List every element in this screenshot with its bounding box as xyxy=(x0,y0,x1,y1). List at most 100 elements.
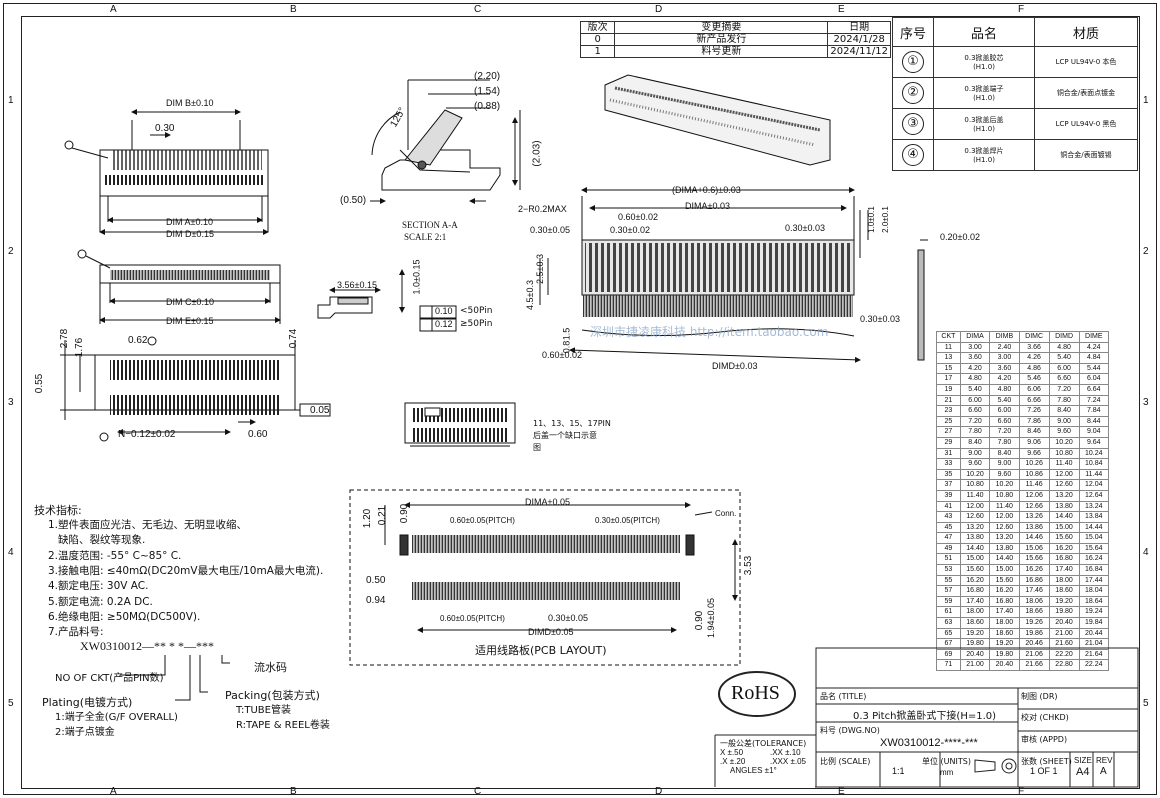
dwg-label: 料号 (DWG.NO) xyxy=(820,726,880,735)
rev-cell: 1 xyxy=(579,45,616,58)
grid-row-label: 3 xyxy=(1143,397,1149,408)
tol-2-condition: ≥50Pin xyxy=(460,319,493,329)
tolerance-xx: .XX ±.10 xyxy=(770,748,801,757)
ckt-cell: 9.66 xyxy=(1018,447,1050,460)
dim-356-label: 3.56±0.15 xyxy=(337,280,377,290)
ckt-cell: 3.00 xyxy=(989,352,1020,364)
grid-row-label: 1 xyxy=(8,95,14,106)
ckt-cell: 7.26 xyxy=(1018,405,1050,417)
ckt-cell: 5.46 xyxy=(1018,373,1050,385)
dim-062-label: 0.62 xyxy=(128,335,148,346)
spec-item: 4.额定电压: 30V AC. xyxy=(48,580,149,593)
pcb-dima-label: DIMA±0.05 xyxy=(525,497,570,507)
unit-value: mm xyxy=(940,768,954,777)
size-label: SIZE xyxy=(1074,756,1092,765)
grid-col-label: D xyxy=(655,786,663,797)
spec-item: 2.温度范围: -55° C~85° C. xyxy=(48,549,182,562)
scale-label: 比例 (SCALE) xyxy=(820,757,871,766)
ckt-cell: 10.86 xyxy=(1018,468,1050,481)
ckt-cell: 6.04 xyxy=(1078,373,1110,385)
legend-full: 1:端子全金(G/F OVERALL) xyxy=(55,712,178,723)
grid-row-label: 2 xyxy=(1143,246,1149,257)
sec-203-label: (2.03) xyxy=(531,140,543,167)
legend-serial: 流水码 xyxy=(254,661,287,674)
drawing-outer-border xyxy=(3,3,1157,795)
ckt-cell: 4.20 xyxy=(989,373,1020,385)
parts-header-material: 材质 xyxy=(1034,17,1138,47)
pcb-194-label: 1.94±0.05 xyxy=(706,598,716,638)
pcb-dimd-label: DIMD±0.05 xyxy=(528,627,574,637)
sec-050-label: (0.50) xyxy=(340,195,367,206)
legend-tube: T:TUBE管装 xyxy=(236,705,291,716)
spec-item: 7.产品料号: xyxy=(48,626,104,639)
section-view xyxy=(370,79,521,204)
ckt-cell: 7.20 xyxy=(989,426,1020,438)
r02-label: 2−R0.2MAX xyxy=(518,204,567,214)
dim-a-label: DIM A±0.10 xyxy=(166,217,213,227)
ckt-cell: 9.00 xyxy=(989,458,1020,470)
tolerance-xxx: .XXX ±.05 xyxy=(770,757,806,766)
ckt-cell: 9.64 xyxy=(1078,436,1110,449)
ckt-cell: 6.06 xyxy=(1018,383,1050,396)
grid-col-label: D xyxy=(655,4,663,15)
h10-label: 1.0±0.1 xyxy=(866,206,876,233)
size-value: A4 xyxy=(1076,766,1090,778)
dim-055-label: 0.55 xyxy=(34,373,46,394)
tol-1-condition: <50Pin xyxy=(460,306,493,316)
ckt-cell: 20.40 xyxy=(989,659,1020,671)
tol-1-value: 0.10 xyxy=(435,306,453,316)
p030c-label: 0.30±0.03 xyxy=(785,223,825,233)
ckt-cell: 10.24 xyxy=(1078,447,1110,460)
dim-074-label: 0.74 xyxy=(288,328,300,349)
grid-col-label: B xyxy=(290,4,297,15)
pcb-conn-label: Conn. xyxy=(715,509,737,518)
ckt-cell: 8.44 xyxy=(1078,415,1110,428)
grid-col-label: E xyxy=(838,786,845,797)
ckt-cell: 7.84 xyxy=(1078,405,1110,417)
ckt-cell: 12.64 xyxy=(1078,489,1110,502)
pcb-p060-label: 0.60±0.05(PITCH) xyxy=(450,516,515,525)
pcb-090b-label: 0.90 xyxy=(694,610,706,631)
grid-row-label: 2 xyxy=(8,246,14,257)
grid-col-label: F xyxy=(1018,4,1025,15)
part-material: 铜合金/表面镀锡 xyxy=(1034,139,1138,171)
grid-row-label: 4 xyxy=(1143,547,1149,558)
pcb-120-label: 1.20 xyxy=(362,508,374,529)
grid-col-label: C xyxy=(474,786,482,797)
spec-item: 6.绝缘电阻: ≥50MΩ(DC500V). xyxy=(48,610,201,623)
ckt-cell: 8.40 xyxy=(989,447,1020,460)
dim-c-label: DIM C±0.10 xyxy=(166,297,214,307)
pcb-050-label: 0.50 xyxy=(366,575,386,586)
side-view xyxy=(77,249,281,324)
dim-104-label: 1.0±0.15 xyxy=(411,259,422,295)
part-code-leaders xyxy=(120,655,230,701)
ckt-cell: 11.46 xyxy=(1018,479,1050,491)
sheet-label: 张数 (SHEET) xyxy=(1021,757,1072,766)
spec-item: 缺陷、裂纹等现象. xyxy=(48,534,146,547)
dim-176-label: 1.76 xyxy=(74,337,86,358)
ckt-cell: 8.46 xyxy=(1018,426,1050,438)
part-name: 0.3掀盖焊片 (H1.0) xyxy=(933,139,1035,171)
tolerance-x: X ±.50 xyxy=(720,748,744,757)
p030b-label: 0.30±0.02 xyxy=(610,225,650,235)
ckt-cell: 4.84 xyxy=(1078,352,1110,364)
p030d-label: 0.30±0.03 xyxy=(860,314,900,324)
ckt-cell: 6.60 xyxy=(989,415,1020,428)
short-pin-view xyxy=(404,402,516,447)
tolerance-angle: ANGLES ±1° xyxy=(730,766,777,775)
dim-278-label: 2.78 xyxy=(59,328,71,349)
tol-2-value: 0.12 xyxy=(435,319,453,329)
pcb-caption: 适用线路板(PCB LAYOUT) xyxy=(475,644,607,657)
ckt-cell: 11.40 xyxy=(989,500,1020,513)
ckt-cell: 4.26 xyxy=(1018,352,1050,364)
